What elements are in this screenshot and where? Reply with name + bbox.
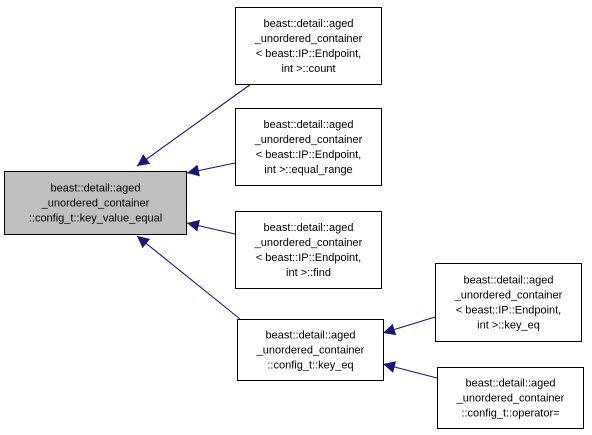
- node-label-line: beast::detail::aged: [264, 222, 354, 234]
- node-label-line: ::config_t::key_value_equal: [29, 213, 162, 225]
- node-label-line: _unordered_container: [254, 237, 363, 249]
- edge-count-to-key_value_equal: [136, 83, 252, 167]
- edge-operator_assign-to-config_key_eq: [382, 361, 438, 379]
- node-box: [235, 211, 382, 289]
- nodes-layer: beast::detail::aged_unordered_container:…: [4, 7, 584, 429]
- edge-config_key_eq-to-key_value_equal: [136, 235, 241, 320]
- node-label-line: beast::detail::aged: [466, 378, 556, 390]
- node-endpoint-key-eq[interactable]: beast::detail::aged_unordered_container<…: [435, 263, 582, 342]
- edge-equal_range-to-key_value_equal: [186, 162, 236, 177]
- node-label-line: int >::find: [286, 267, 331, 279]
- node-box: [235, 7, 382, 85]
- node-label-line: beast::detail::aged: [51, 183, 141, 195]
- node-label-line: int >::count: [281, 63, 335, 75]
- node-label-line: _unordered_container: [256, 345, 365, 357]
- node-label-line: beast::detail::aged: [464, 275, 554, 287]
- node-box: [4, 171, 187, 235]
- node-box: [435, 263, 582, 342]
- node-key-value-equal[interactable]: beast::detail::aged_unordered_container:…: [4, 171, 187, 235]
- node-label-line: _unordered_container: [456, 393, 565, 405]
- node-label-line: beast::detail::aged: [264, 119, 354, 131]
- node-box: [437, 367, 584, 429]
- edges-layer: [136, 83, 438, 379]
- node-box: [235, 108, 382, 186]
- node-label-line: < beast::IP::Endpoint,: [256, 48, 362, 60]
- node-label-line: < beast::IP::Endpoint,: [256, 252, 362, 264]
- edge-find-to-key_value_equal: [186, 219, 236, 235]
- node-box: [237, 319, 384, 381]
- node-equal-range[interactable]: beast::detail::aged_unordered_container<…: [235, 108, 382, 186]
- node-label-line: int >::key_eq: [477, 320, 540, 332]
- node-config-key-eq[interactable]: beast::detail::aged_unordered_container:…: [237, 319, 384, 381]
- node-label-line: beast::detail::aged: [264, 18, 354, 30]
- node-label-line: beast::detail::aged: [266, 330, 356, 342]
- edge-endpoint_key_eq-to-config_key_eq: [382, 316, 436, 336]
- node-label-line: _unordered_container: [254, 134, 363, 146]
- node-label-line: _unordered_container: [41, 198, 150, 210]
- node-label-line: ::config_t::key_eq: [267, 360, 353, 372]
- node-label-line: ::config_t::operator=: [461, 408, 559, 420]
- node-label-line: < beast::IP::Endpoint,: [256, 149, 362, 161]
- node-label-line: int >::equal_range: [264, 164, 352, 176]
- node-label-line: < beast::IP::Endpoint,: [456, 305, 562, 317]
- node-count[interactable]: beast::detail::aged_unordered_container<…: [235, 7, 382, 85]
- node-label-line: _unordered_container: [454, 290, 563, 302]
- node-operator-assign[interactable]: beast::detail::aged_unordered_container:…: [437, 367, 584, 429]
- node-label-line: _unordered_container: [254, 33, 363, 45]
- node-find[interactable]: beast::detail::aged_unordered_container<…: [235, 211, 382, 289]
